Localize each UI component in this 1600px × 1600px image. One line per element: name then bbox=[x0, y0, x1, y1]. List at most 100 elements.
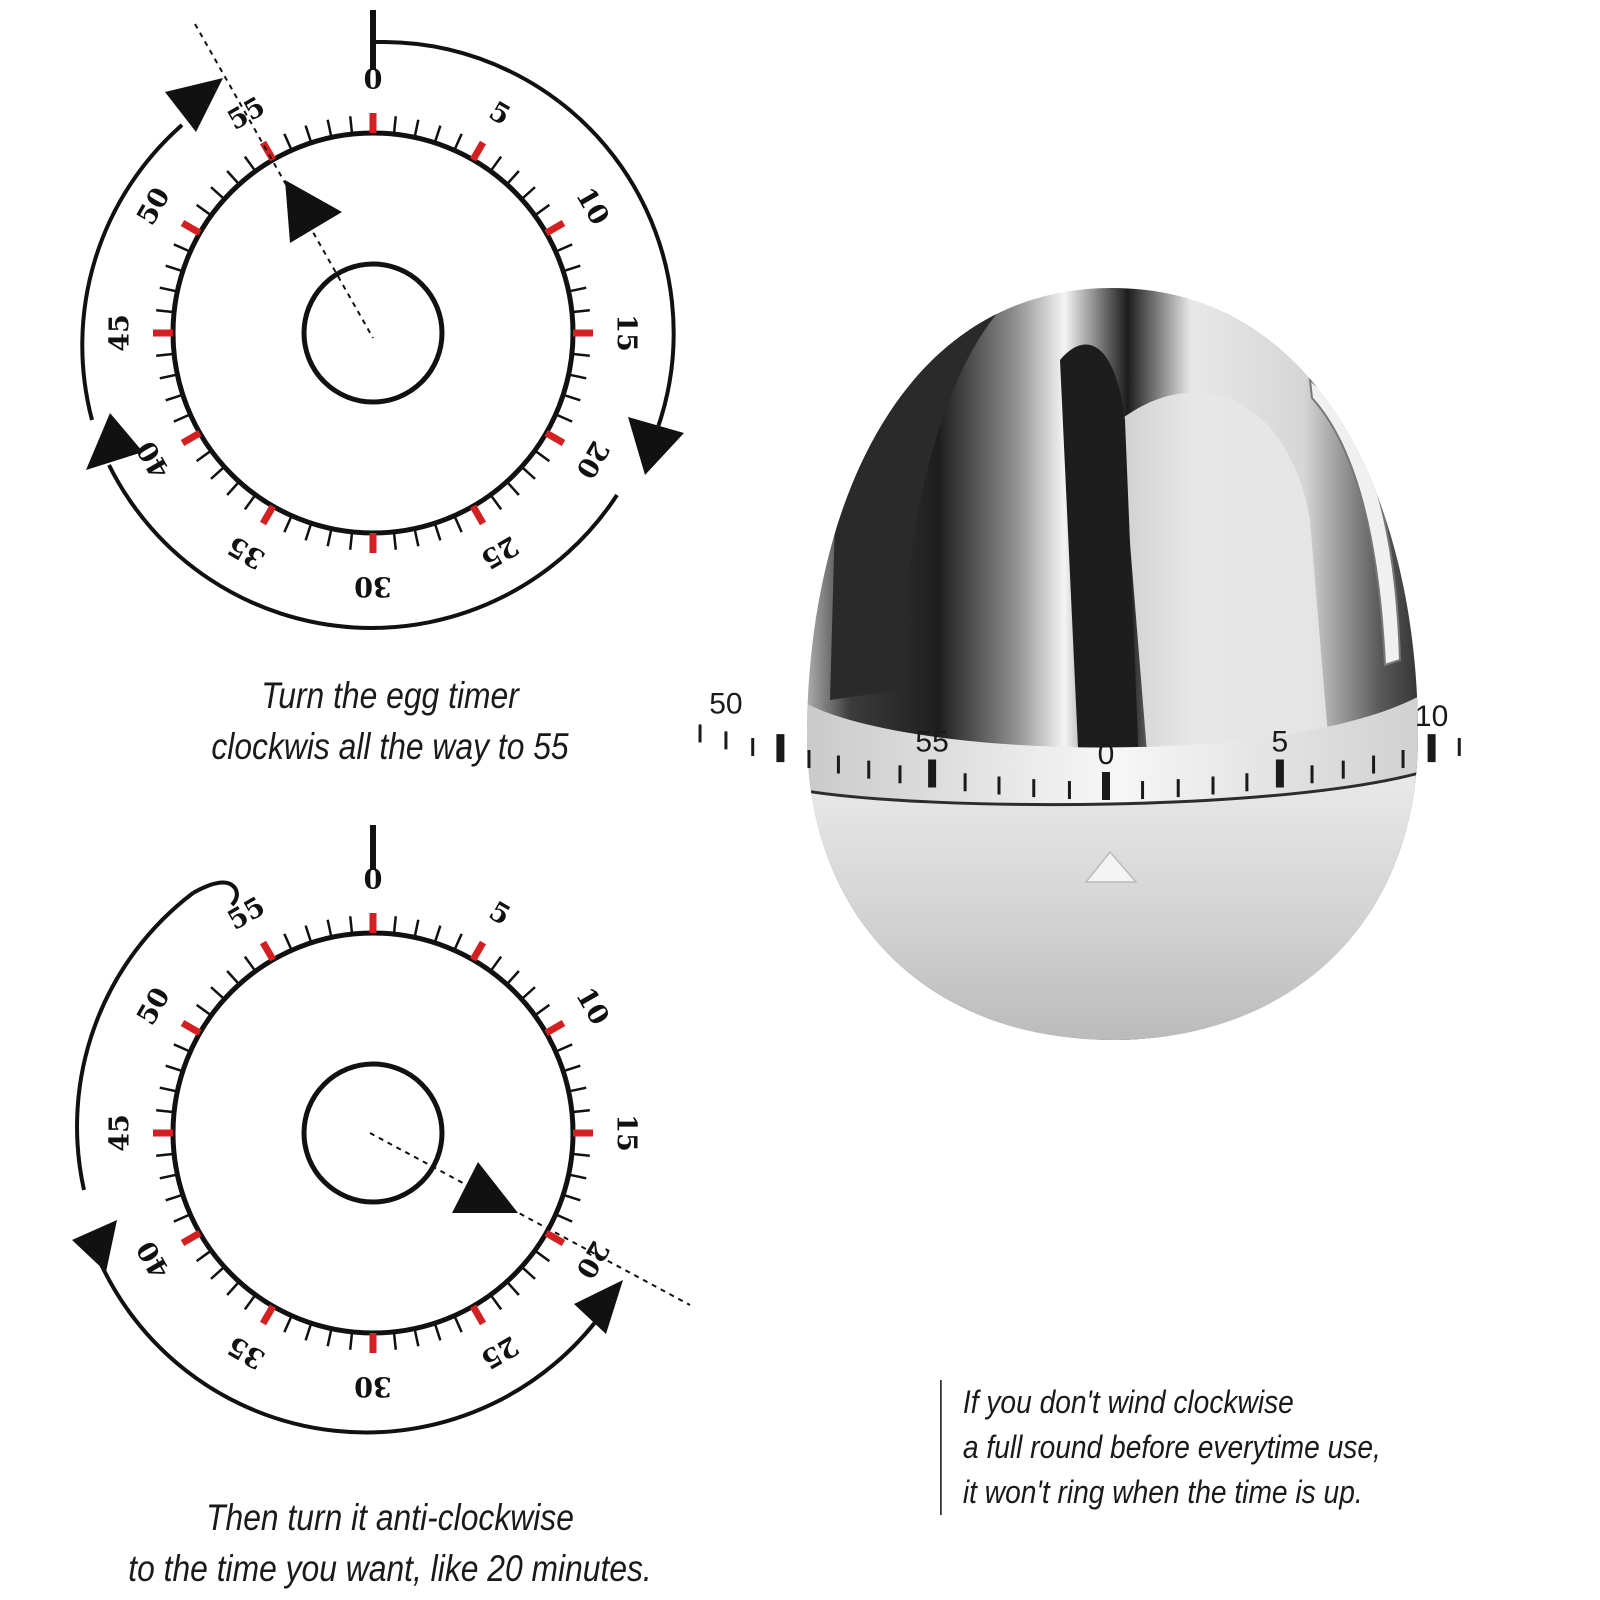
step-2-caption: Then turn it anti-clockwise to the time … bbox=[89, 1492, 691, 1594]
egg-scale-label: 0 bbox=[1098, 738, 1115, 771]
dial-2-tick bbox=[520, 1265, 536, 1280]
dial-1-tick bbox=[173, 243, 191, 253]
dial-2-tick bbox=[195, 1003, 212, 1017]
dial-1-tick bbox=[259, 504, 277, 526]
dial-2-tick bbox=[433, 1322, 442, 1341]
dial-2-tick bbox=[326, 1328, 333, 1347]
dial-2-tick bbox=[571, 1152, 590, 1158]
dial-2-tick bbox=[180, 1019, 202, 1037]
egg-bottom-shell bbox=[807, 770, 1418, 1040]
dial-1-tick bbox=[544, 219, 566, 237]
dial-2-tick bbox=[534, 1249, 551, 1263]
dial-1-tick bbox=[243, 155, 257, 172]
dial-1-label: 45 bbox=[105, 314, 136, 352]
dial-2-tick bbox=[259, 940, 277, 962]
dial-2-tick bbox=[348, 1331, 354, 1350]
dial-1-tick bbox=[156, 308, 175, 314]
dial-2-tick bbox=[180, 1229, 202, 1247]
dial-1-tick bbox=[195, 203, 212, 217]
dial-1-tick bbox=[413, 528, 420, 547]
dial-1-tick bbox=[433, 125, 442, 144]
dial-2-tick bbox=[544, 1019, 566, 1037]
dial-1-left-arc bbox=[80, 123, 184, 421]
dial-2-tick bbox=[568, 1173, 587, 1180]
dial-1-tick bbox=[304, 125, 313, 144]
dial-1-tick bbox=[283, 515, 293, 533]
dial-1-label: 35 bbox=[222, 529, 270, 575]
dial-2-tick bbox=[555, 1043, 573, 1053]
dial-1-label: 20 bbox=[569, 435, 615, 483]
dial-2-tick bbox=[469, 940, 487, 962]
dial-2-label: 5 bbox=[484, 896, 516, 932]
dial-1-tick bbox=[159, 286, 178, 293]
dial-1-tick bbox=[226, 170, 241, 186]
dial-2-pointer-line bbox=[369, 1132, 691, 1306]
dial-2-tick bbox=[283, 1315, 293, 1333]
dial-2-tick bbox=[562, 1064, 581, 1073]
dial-1-label: 40 bbox=[131, 435, 177, 483]
dial-2-label: 45 bbox=[105, 1114, 136, 1152]
dial-2-tick bbox=[243, 1294, 257, 1311]
dial-2-ticks bbox=[153, 913, 593, 1353]
usage-note-line-3: it won't ring when the time is up. bbox=[962, 1474, 1363, 1510]
dial-2-tick bbox=[520, 986, 536, 1001]
dial-1-pointer-line bbox=[194, 23, 374, 339]
dial-1-label: 0 bbox=[364, 65, 383, 96]
dial-2-tick bbox=[226, 970, 241, 986]
egg-scale-band bbox=[807, 690, 1418, 805]
dial-1-tick bbox=[453, 515, 463, 533]
dial-2-hook bbox=[192, 880, 239, 907]
dial-1-tick bbox=[283, 133, 293, 151]
dial-2-tick bbox=[165, 1193, 184, 1202]
dial-2-tick bbox=[304, 1322, 313, 1341]
egg-indicator-icon bbox=[1084, 850, 1138, 883]
dial-1-tick bbox=[413, 119, 420, 138]
dial-2-tick bbox=[259, 1304, 277, 1326]
usage-note-line-2: a full round before everytime use, bbox=[962, 1429, 1381, 1465]
dial-1-tick bbox=[159, 373, 178, 380]
dial-2-tick bbox=[392, 1331, 398, 1350]
dial-1-tick bbox=[348, 116, 354, 135]
dial-2-outer-face bbox=[170, 930, 576, 1336]
dial-1-tick bbox=[571, 308, 590, 314]
dial-2-tick bbox=[392, 916, 398, 935]
dial-2-arrow-up-icon bbox=[574, 1280, 623, 1334]
egg-scale-ticks bbox=[698, 724, 1461, 800]
dial-1-tick bbox=[544, 429, 566, 447]
step-1-caption: Turn the egg timer clockwis all the way … bbox=[132, 670, 648, 772]
dial-1-ticks bbox=[153, 113, 593, 553]
egg-scale-label: 55 bbox=[915, 726, 948, 759]
dial-2-tick bbox=[173, 1213, 191, 1223]
dial-2-tick bbox=[156, 1152, 175, 1158]
dial-1-tick bbox=[392, 116, 398, 135]
dial-1-arrow-right-icon bbox=[628, 417, 684, 475]
dial-2-tick bbox=[469, 1304, 487, 1326]
dial-1-knob bbox=[301, 261, 445, 405]
dial-1-tick bbox=[534, 203, 551, 217]
dial-2-tick bbox=[413, 1328, 420, 1347]
dial-1-lower-arc bbox=[107, 464, 619, 630]
usage-note: If you don't wind clockwise a full round… bbox=[940, 1380, 1381, 1515]
dial-1-tick bbox=[489, 494, 503, 511]
dial-2-anticlockwise-arc bbox=[75, 891, 195, 1191]
dial-1-label: 15 bbox=[611, 314, 642, 352]
egg-scale-label: 10 bbox=[1415, 700, 1448, 733]
dial-2-lower-arc bbox=[98, 1261, 602, 1435]
dial-1-tick bbox=[453, 133, 463, 151]
dial-1-tick bbox=[534, 449, 551, 463]
dial-2-tick bbox=[326, 919, 333, 938]
dial-1-tick bbox=[562, 393, 581, 402]
dial-2-tick bbox=[413, 919, 420, 938]
dial-1-label: 5 bbox=[484, 96, 516, 132]
dial-2-label: 25 bbox=[475, 1329, 523, 1375]
dial-1-tick bbox=[156, 352, 175, 358]
dial-1-tick bbox=[165, 393, 184, 402]
dial-2-tick bbox=[195, 1249, 212, 1263]
dial-1-tick bbox=[210, 465, 226, 480]
dial-2-tick bbox=[243, 955, 257, 972]
